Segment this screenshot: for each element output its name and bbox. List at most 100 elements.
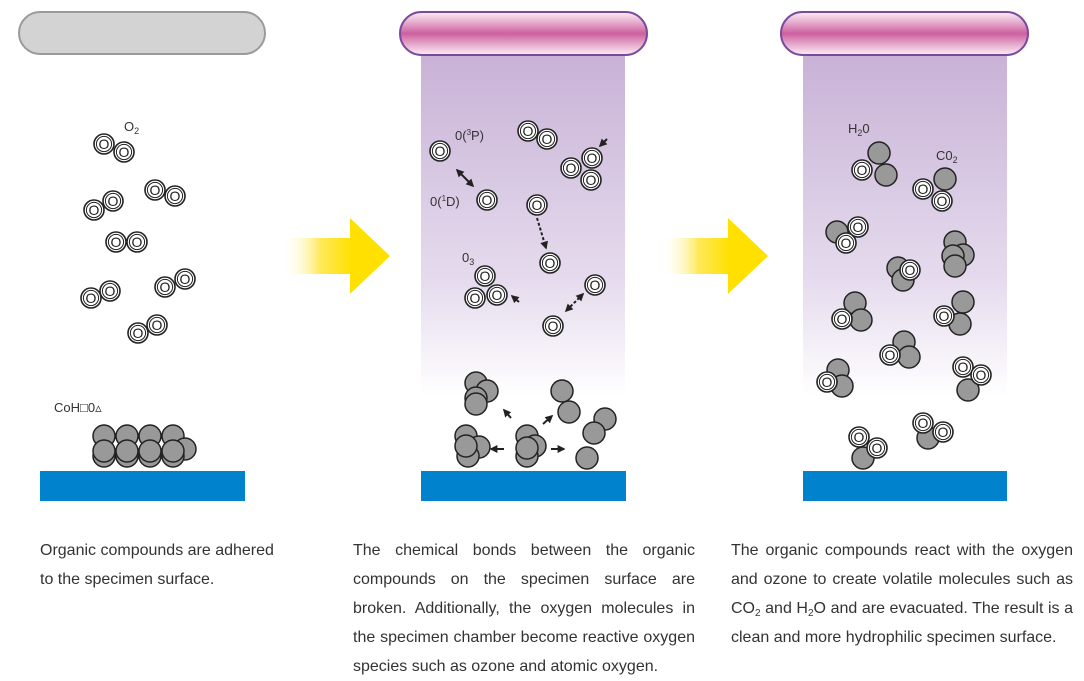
oxygen-atom: O bbox=[970, 364, 992, 386]
reaction-arrow bbox=[598, 138, 608, 148]
specimen-substrate bbox=[803, 471, 1007, 501]
oxygen-atom: O bbox=[113, 141, 135, 163]
oxygen-atom: O bbox=[80, 287, 102, 309]
oxygen-atom: O bbox=[816, 371, 838, 393]
svg-text:O: O bbox=[180, 271, 191, 287]
broken-organic-fragments bbox=[454, 371, 617, 470]
co2-label: C02 bbox=[936, 148, 958, 165]
specimen-substrate bbox=[40, 471, 245, 501]
svg-text:O: O bbox=[532, 197, 543, 213]
caption-step-3: The organic compounds react with the oxy… bbox=[731, 536, 1073, 652]
svg-text:O: O bbox=[853, 219, 864, 235]
oxygen-atom: O bbox=[126, 231, 148, 253]
oxygen-atom: O bbox=[584, 274, 606, 296]
svg-text:O: O bbox=[482, 192, 493, 208]
oxygen-atom: O bbox=[526, 194, 548, 216]
svg-text:O: O bbox=[822, 374, 833, 390]
svg-text:O: O bbox=[86, 290, 97, 306]
oxygen-atom: O bbox=[542, 315, 564, 337]
caption-step-3-text-a: The organic compounds react with the oxy… bbox=[731, 542, 1073, 617]
svg-text:O: O bbox=[841, 235, 852, 251]
svg-text:O: O bbox=[160, 279, 171, 295]
oxygen-atom: O bbox=[474, 265, 496, 287]
oxygen-atom: O bbox=[83, 199, 105, 221]
oxygen-atom: O bbox=[105, 231, 127, 253]
h2o-molecule: O bbox=[851, 141, 898, 187]
caption-step-1: Organic compounds are adhered to the spe… bbox=[40, 542, 274, 588]
oxygen-atom: O bbox=[93, 133, 115, 155]
process-arrow-2 bbox=[660, 218, 768, 294]
oxygen-atom: O bbox=[429, 140, 451, 162]
organic-cluster bbox=[941, 230, 975, 278]
oxygen-atom: O bbox=[952, 356, 974, 378]
arrow-head bbox=[728, 218, 768, 294]
svg-text:O: O bbox=[857, 162, 868, 178]
organic-atom bbox=[943, 254, 967, 278]
svg-text:O: O bbox=[133, 325, 144, 341]
svg-text:O: O bbox=[885, 347, 896, 363]
oxygen-atom: O bbox=[174, 268, 196, 290]
organic-atom bbox=[956, 378, 980, 402]
arrow-shaft bbox=[660, 238, 730, 274]
organic-atom bbox=[933, 167, 957, 191]
o2-label: O2 bbox=[124, 119, 139, 136]
h2o-molecule: O bbox=[886, 256, 921, 292]
svg-text:O: O bbox=[545, 255, 556, 271]
organic-atom bbox=[897, 345, 921, 369]
oxygen-atom: O bbox=[164, 185, 186, 207]
oxygen-atom: O bbox=[144, 179, 166, 201]
svg-text:O: O bbox=[492, 287, 503, 303]
oxygen-atom: O bbox=[879, 344, 901, 366]
organic-compound-cluster bbox=[92, 424, 197, 468]
uv-lamp-on bbox=[399, 11, 648, 56]
atomic-oxygen-3p-label: 0(3P) bbox=[455, 128, 484, 143]
oxygen-atom: O bbox=[146, 314, 168, 336]
organic-atom bbox=[575, 446, 599, 470]
h2o-molecule: O bbox=[816, 358, 854, 398]
h2o-molecule: O bbox=[831, 291, 873, 332]
reaction-arrow bbox=[536, 217, 548, 250]
svg-text:O: O bbox=[132, 234, 143, 250]
ozone-label: 03 bbox=[462, 250, 474, 267]
organic-atom bbox=[454, 434, 478, 458]
organic-atom bbox=[849, 308, 873, 332]
oxygen-atom: O bbox=[560, 157, 582, 179]
organic-atom bbox=[161, 439, 185, 463]
svg-text:O: O bbox=[976, 367, 987, 383]
oxygen-atom: O bbox=[831, 308, 853, 330]
svg-text:O: O bbox=[152, 317, 163, 333]
svg-text:O: O bbox=[918, 181, 929, 197]
oxygen-atom: O bbox=[536, 128, 558, 150]
oxygen-atom: O bbox=[835, 232, 857, 254]
co2-molecule: OO bbox=[848, 426, 888, 470]
svg-text:O: O bbox=[854, 429, 865, 445]
oxygen-atom: O bbox=[899, 259, 921, 281]
uv-lamp-on bbox=[780, 11, 1029, 56]
organic-atom bbox=[557, 400, 581, 424]
oxygen-atom: O bbox=[933, 305, 955, 327]
svg-text:O: O bbox=[108, 193, 119, 209]
reaction-arrow bbox=[542, 414, 554, 425]
svg-text:O: O bbox=[119, 144, 130, 160]
svg-text:O: O bbox=[435, 143, 446, 159]
organic-atom bbox=[582, 421, 606, 445]
caption-step-2-line-1: The chemical bonds between the organic c… bbox=[353, 542, 695, 617]
svg-text:O: O bbox=[918, 415, 929, 431]
svg-text:O: O bbox=[872, 440, 883, 456]
svg-text:O: O bbox=[150, 182, 161, 198]
oxygen-atom: O bbox=[851, 159, 873, 181]
water-label: H20 bbox=[848, 121, 870, 138]
organic-atom bbox=[867, 141, 891, 165]
caption-step-3-text-b: and H bbox=[760, 600, 808, 617]
arrow-shaft bbox=[282, 238, 352, 274]
h2o-molecule: O bbox=[879, 330, 921, 369]
o2-molecule: OO bbox=[83, 190, 124, 221]
oxygen-atom: O bbox=[102, 190, 124, 212]
